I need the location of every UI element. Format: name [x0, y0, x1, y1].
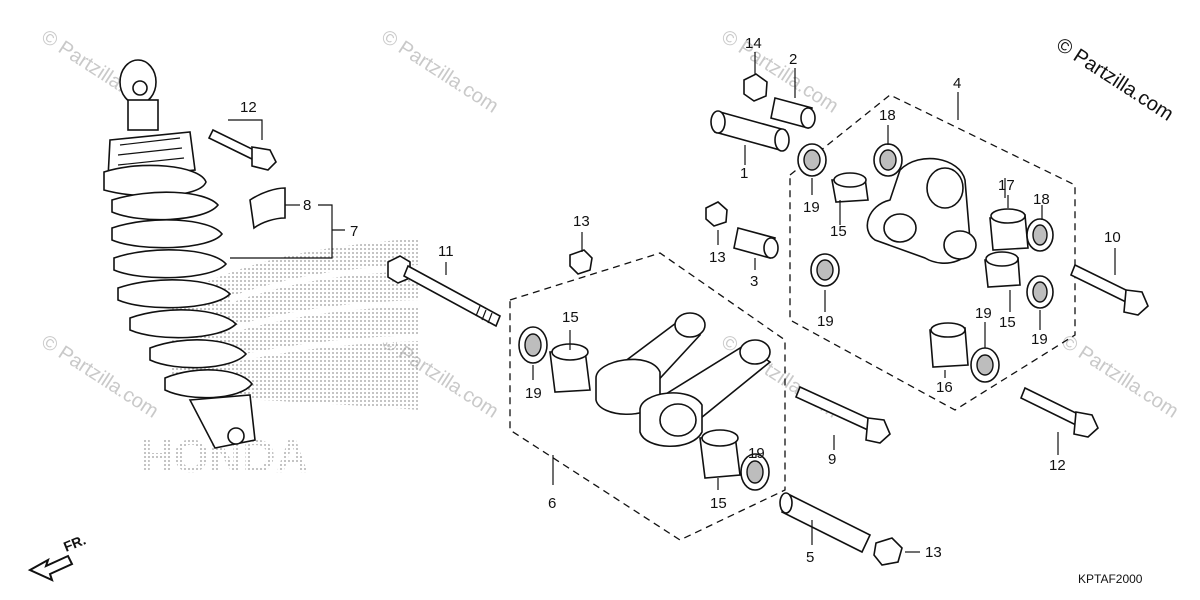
watermark: © Partzilla.com [1057, 331, 1182, 423]
callout-13: 13 [709, 249, 726, 266]
callout-13: 13 [573, 213, 590, 230]
callout-7: 7 [350, 223, 358, 240]
leader-lines [228, 52, 1116, 553]
callout-8: 8 [303, 197, 311, 214]
forward-arrow-icon: FR. [27, 531, 88, 582]
callout-14: 14 [745, 35, 762, 52]
callout-19: 19 [975, 305, 992, 322]
callout-12: 12 [1049, 457, 1066, 474]
callout-19: 19 [748, 445, 765, 462]
callout-11: 11 [438, 243, 454, 260]
rear-shock-absorber [103, 59, 256, 449]
cushion-arm [595, 312, 772, 448]
callouts: 12 8 7 11 13 15 19 6 15 19 9 5 13 14 2 1… [240, 35, 1121, 566]
shock-spring [111, 191, 254, 399]
callout-18: 18 [1033, 191, 1050, 208]
bolt-12-left [207, 128, 277, 171]
watermark: © Partzilla.com [37, 331, 162, 423]
callout-15: 15 [562, 309, 579, 326]
bolt-11-long [387, 255, 502, 328]
nut-13-middle [569, 249, 593, 275]
callout-10: 10 [1104, 229, 1121, 246]
callout-19: 19 [803, 199, 820, 216]
callout-19: 19 [525, 385, 542, 402]
connecting-rod-bearings [797, 143, 1054, 383]
callout-4: 4 [953, 75, 961, 92]
callout-15: 15 [710, 495, 727, 512]
callout-3: 3 [750, 273, 758, 290]
callout-18: 18 [879, 107, 896, 124]
diagram-reference-code: KPTAF2000 [1078, 572, 1143, 586]
callout-12: 12 [240, 99, 257, 116]
callout-19: 19 [817, 313, 834, 330]
callout-9: 9 [828, 451, 836, 468]
bolt-10 [1069, 263, 1149, 316]
callout-15: 15 [830, 223, 847, 240]
nut-13-bottom [873, 537, 903, 566]
callout-16: 16 [936, 379, 953, 396]
connecting-rod-assembly-box [789, 94, 1076, 411]
cushion-connecting-rod [866, 157, 977, 264]
cushion-arm-assembly-box [509, 252, 786, 541]
copyright-notice: © Partzilla.com [1052, 34, 1177, 126]
callout-2: 2 [789, 51, 797, 68]
forward-label: FR. [61, 531, 88, 554]
callout-1: 1 [740, 165, 748, 182]
callout-15: 15 [999, 314, 1016, 331]
callout-19: 19 [1031, 331, 1048, 348]
cushion-arm-bearings [518, 326, 770, 491]
callout-6: 6 [548, 495, 556, 512]
callout-5: 5 [806, 549, 814, 566]
callout-13: 13 [925, 544, 942, 561]
label-sticker [249, 187, 286, 230]
pipe-5 [779, 492, 872, 554]
collars-and-nuts-top [705, 73, 816, 259]
bolt-12-right [1019, 386, 1099, 438]
bolt-9 [794, 385, 891, 444]
watermark: © Partzilla.com [377, 26, 502, 118]
callout-17: 17 [998, 177, 1015, 194]
